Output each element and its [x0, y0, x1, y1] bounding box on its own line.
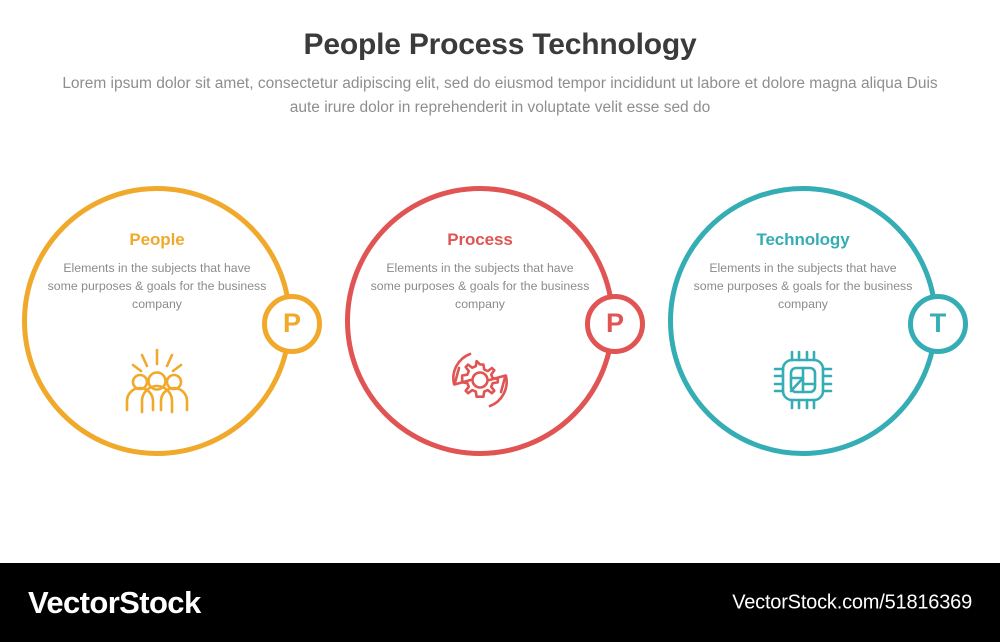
people-group-icon: [121, 344, 193, 416]
cards-row: People Elements in the subjects that hav…: [0, 186, 1000, 466]
card-text-block: Process Elements in the subjects that ha…: [345, 230, 615, 313]
badge-people[interactable]: P: [262, 294, 322, 354]
badge-letter: T: [929, 308, 947, 338]
vectorstock-logo: VectorStock: [28, 584, 201, 620]
card-description: Elements in the subjects that have some …: [47, 261, 267, 312]
page-subtitle: Lorem ipsum dolor sit amet, consectetur …: [62, 75, 938, 117]
badge-technology[interactable]: T: [908, 294, 968, 354]
microchip-icon: [767, 344, 839, 416]
gear-refresh-icon: [444, 344, 516, 416]
card-text-block: People Elements in the subjects that hav…: [22, 230, 292, 313]
watermark-footer: VectorStock VectorStock.com/51816369: [0, 563, 1000, 642]
card-text-block: Technology Elements in the subjects that…: [668, 230, 938, 313]
card-heading: Process: [447, 230, 513, 249]
badge-process[interactable]: P: [585, 294, 645, 354]
card-process[interactable]: Process Elements in the subjects that ha…: [345, 186, 645, 456]
card-heading: Technology: [756, 230, 850, 249]
card-people[interactable]: People Elements in the subjects that hav…: [22, 186, 322, 456]
page-title: People Process Technology: [303, 28, 697, 61]
card-description: Elements in the subjects that have some …: [693, 261, 913, 312]
vectorstock-url: VectorStock.com/51816369: [732, 591, 972, 613]
badge-letter: P: [605, 308, 624, 338]
card-description: Elements in the subjects that have some …: [370, 261, 590, 312]
header: People Process Technology Lorem ipsum do…: [0, 0, 1000, 120]
card-heading: People: [129, 230, 185, 249]
card-technology[interactable]: Technology Elements in the subjects that…: [668, 186, 968, 456]
badge-letter: P: [282, 308, 301, 338]
